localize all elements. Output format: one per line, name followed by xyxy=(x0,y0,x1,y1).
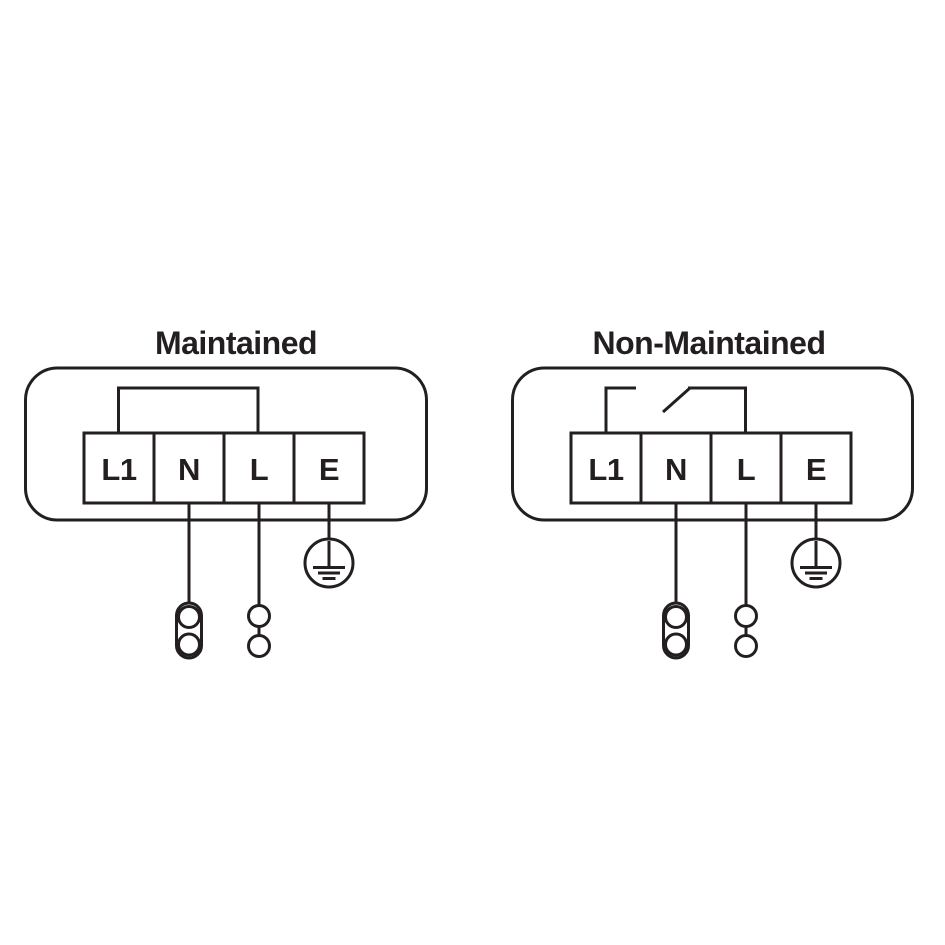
switch-feed-wire xyxy=(688,386,747,433)
connector-capsule xyxy=(175,601,203,660)
connector-circle-bottom xyxy=(664,632,688,657)
panel-maintained: Maintained L1 N L E xyxy=(24,325,428,660)
terminal-block: L1 N L E xyxy=(82,431,366,505)
switch-blade xyxy=(662,386,691,414)
connector-circle-bottom xyxy=(734,634,758,658)
panel-title: Non-Maintained xyxy=(593,325,826,361)
connector-circle-top xyxy=(247,604,271,628)
terminal-label-l1: L1 xyxy=(101,452,136,487)
connector-circle-bottom xyxy=(247,634,271,658)
pair-connector-icon xyxy=(247,604,271,658)
switched-bridge-wire xyxy=(604,386,747,433)
panel-title: Maintained xyxy=(155,325,317,361)
terminal-label-l: L xyxy=(250,452,268,487)
terminal-label-n: N xyxy=(665,452,687,487)
earth-icon xyxy=(303,537,355,589)
earth-icon xyxy=(790,537,842,589)
panel-non-maintained: Non-Maintained L1 N L E xyxy=(511,325,914,660)
terminal-label-l: L xyxy=(737,452,755,487)
enclosure-outline xyxy=(24,366,428,522)
terminal-block: L1 N L E xyxy=(569,431,853,505)
connector-circle-top xyxy=(664,605,688,629)
terminal-label-e: E xyxy=(806,452,826,487)
terminal-label-e: E xyxy=(319,452,339,487)
connector-capsule xyxy=(662,601,690,660)
terminal-label-n: N xyxy=(178,452,200,487)
connector-circle-top xyxy=(734,604,758,628)
connector-circle-top xyxy=(177,605,201,629)
double-connector-icon xyxy=(662,601,690,660)
connector-circle-bottom xyxy=(177,632,201,657)
enclosure-outline xyxy=(511,366,914,522)
switch-fixed-contact-wire xyxy=(604,386,636,433)
earth-circle xyxy=(790,537,842,589)
bridge-link-wire xyxy=(117,386,260,433)
earth-circle xyxy=(303,537,355,589)
double-connector-icon xyxy=(175,601,203,660)
terminal-label-l1: L1 xyxy=(588,452,623,487)
pair-connector-icon xyxy=(734,604,758,658)
